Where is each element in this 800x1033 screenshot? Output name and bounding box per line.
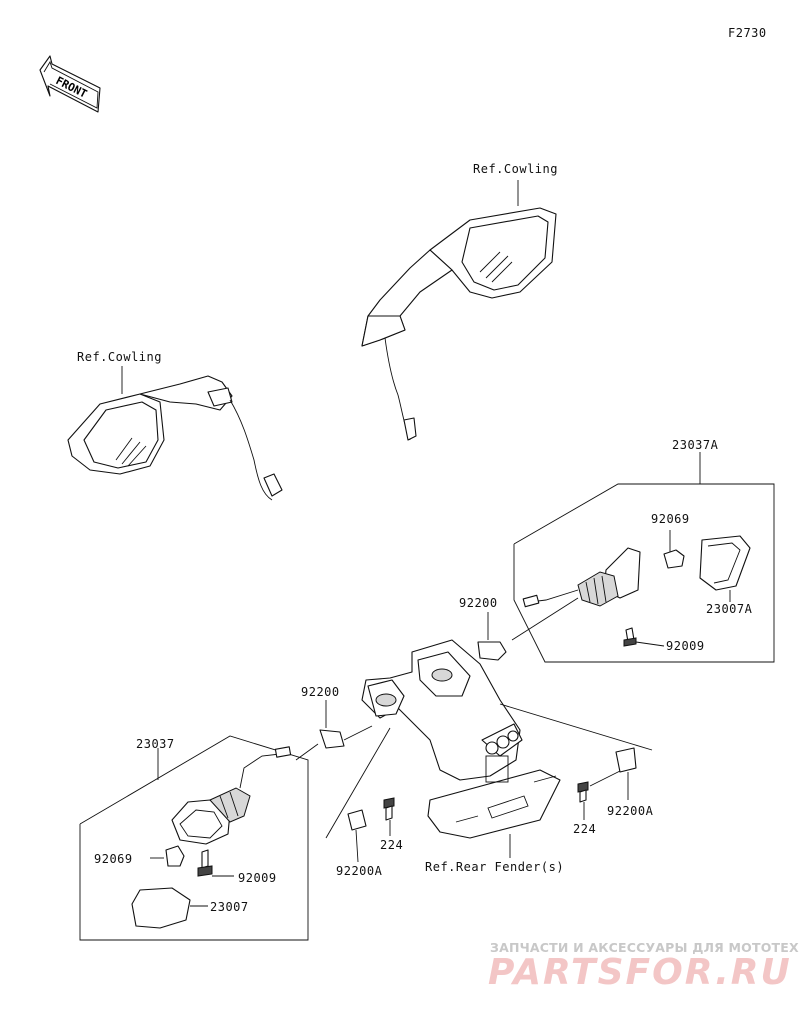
watermark-logo: PARTSFOR.RU [488, 952, 792, 993]
right-turn-signal [511, 547, 641, 641]
label-ref-cowling-right: Ref.Cowling [473, 162, 558, 176]
label-ref-cowling-left: Ref.Cowling [77, 350, 162, 364]
bulb-92069-right [663, 549, 685, 569]
label-23007A: 23007A [706, 602, 753, 616]
screw-92009-left [197, 849, 234, 877]
right-mirror-assembly [361, 207, 557, 441]
label-23037A: 23037A [672, 438, 719, 452]
front-arrow-icon: FRONT [39, 55, 101, 113]
gasket-92200-left [319, 700, 373, 749]
left-turn-signal [171, 743, 319, 845]
group-bracket-23037A [513, 483, 775, 663]
label-92069-left: 92069 [94, 852, 133, 866]
label-92200A-right: 92200A [607, 804, 654, 818]
screw-224-right [577, 769, 623, 820]
lens-23007A [699, 535, 751, 591]
left-mirror-assembly [67, 375, 283, 501]
label-92200A-center: 92200A [336, 864, 383, 878]
label-92200-left: 92200 [301, 685, 340, 699]
rear-fender-bracket [325, 639, 653, 858]
screw-224-center [383, 797, 395, 836]
label-224-right: 224 [573, 822, 597, 836]
screw-92009-right [623, 627, 665, 647]
label-224-center: 224 [380, 838, 404, 852]
label-92009-left: 92009 [238, 871, 277, 885]
group-bracket-23037 [79, 735, 309, 941]
label-92200-right: 92200 [459, 596, 498, 610]
label-23007: 23007 [210, 900, 249, 914]
clip-92200A-center [347, 809, 367, 863]
label-ref-rear-fender: Ref.Rear Fender(s) [425, 860, 565, 874]
label-92009-right: 92009 [666, 639, 705, 653]
gasket-92200-right [477, 612, 507, 661]
bulb-92069-left [150, 845, 185, 867]
label-23037: 23037 [136, 737, 175, 751]
label-92069-right: 92069 [651, 512, 690, 526]
clip-92200A-right [615, 747, 637, 800]
lens-23007 [131, 887, 208, 929]
diagram-code: F2730 [728, 26, 767, 40]
watermark-tagline: ЗАПЧАСТИ И АКСЕССУАРЫ ДЛЯ МОТОТЕХНИКИ [490, 940, 800, 955]
